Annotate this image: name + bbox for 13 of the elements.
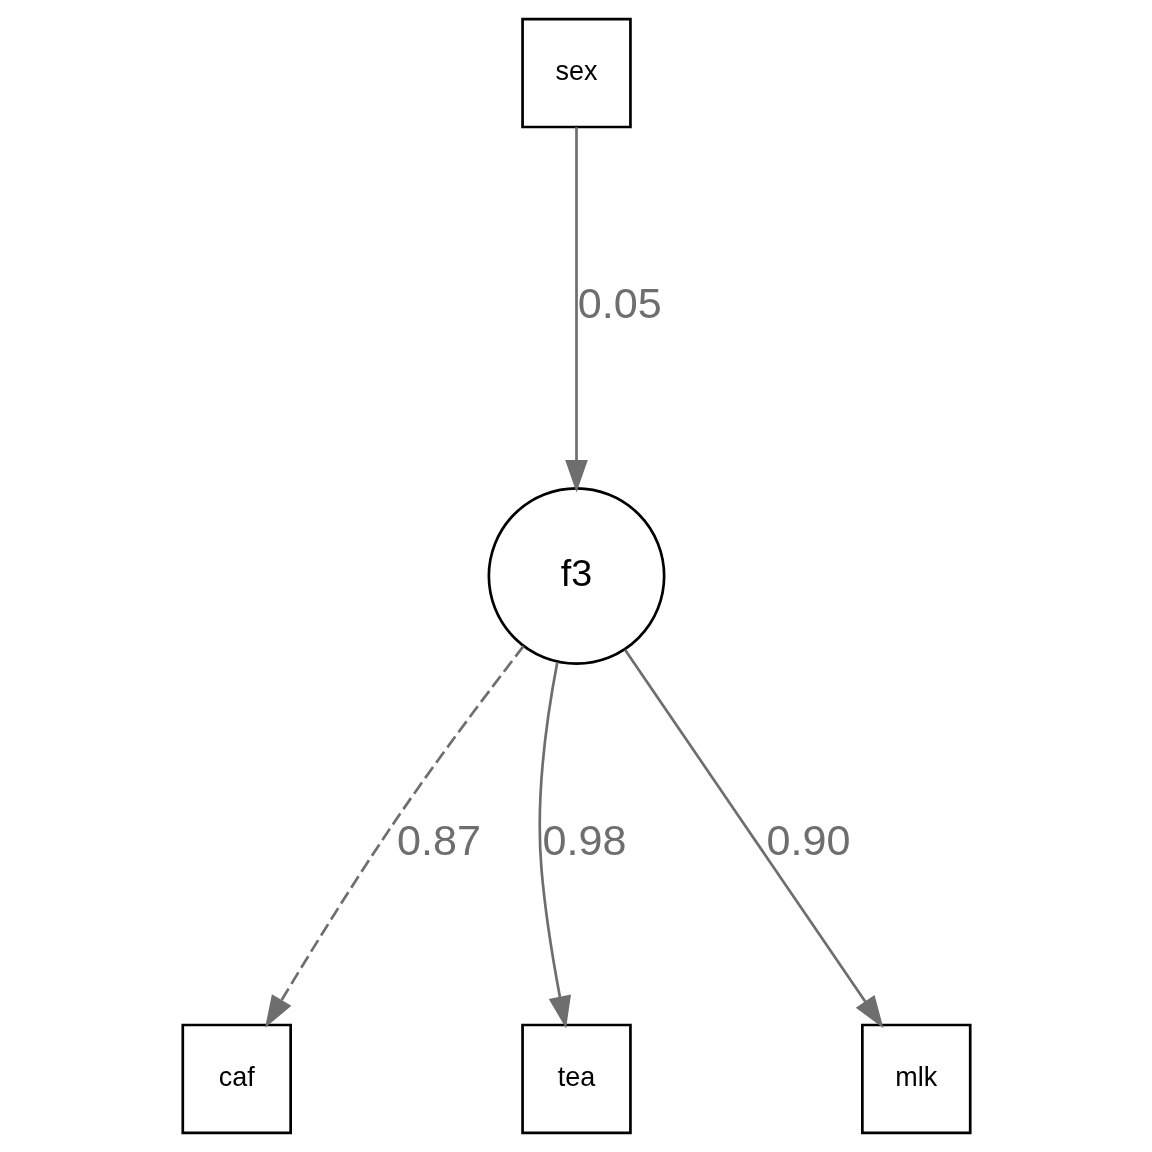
arrow [623, 649, 883, 1029]
edge-label: 0.05 [577, 278, 662, 327]
node-box: tea [520, 1023, 632, 1135]
node-box: mlk [860, 1023, 972, 1135]
node-box: sex [520, 17, 632, 129]
edge-label: 0.87 [396, 815, 481, 864]
arrow [538, 662, 571, 1029]
node-box: caf [180, 1023, 292, 1135]
arrow [264, 645, 525, 1028]
arrow [564, 127, 588, 493]
node-circle: f3 [487, 487, 665, 665]
edge-label: 0.98 [542, 815, 627, 864]
edge-label: 0.90 [765, 815, 850, 864]
